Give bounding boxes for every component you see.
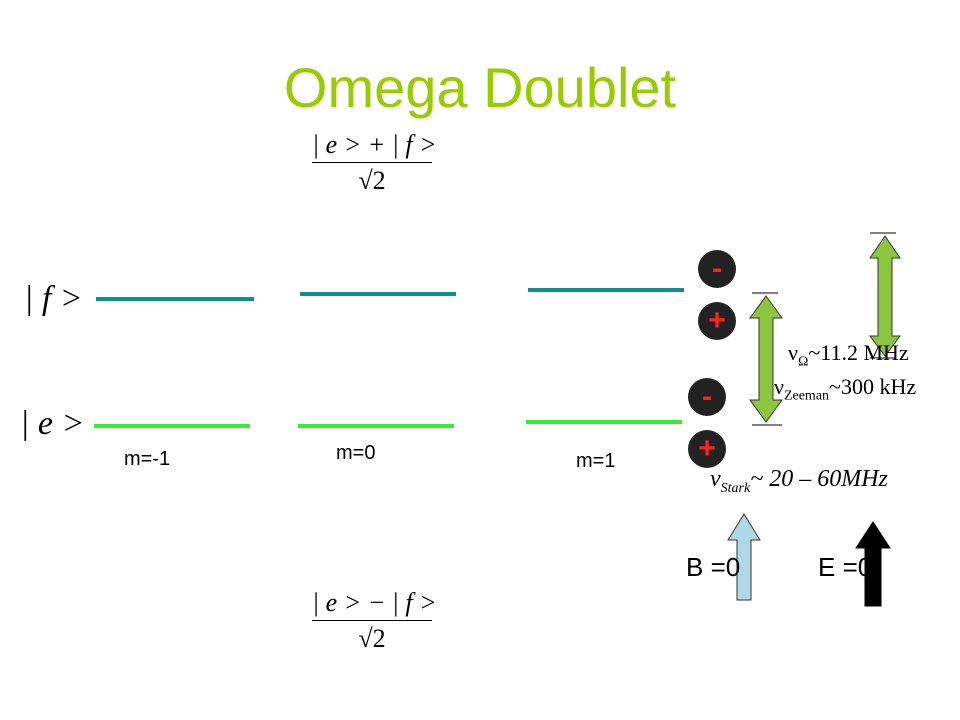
parity-plus-upper: +	[698, 302, 736, 340]
f-level-m0	[300, 292, 456, 296]
f-state-label: | f >	[24, 280, 83, 317]
m-label-1: m=1	[576, 450, 616, 472]
parity-minus-upper: -	[698, 250, 736, 288]
f-level-m-minus1	[96, 297, 254, 301]
omega-value: ~11.2 MHz	[808, 340, 909, 365]
e-field-arrow	[855, 521, 891, 607]
stark-value: ~ 20 – 60MHz	[750, 466, 888, 492]
page-title: Omega Doublet	[283, 56, 677, 119]
zeeman-splitting-label: νZeeman~300 kHz	[774, 374, 916, 404]
stark-symbol: ν	[710, 466, 721, 492]
zeeman-subscript: Zeeman	[783, 388, 830, 404]
zeeman-symbol: ν	[774, 374, 784, 399]
omega-subscript: Ω	[797, 354, 809, 370]
formula-numerator: | e > + | f >	[312, 130, 437, 159]
e-level-m0	[298, 424, 454, 428]
b-field-label: B =0	[686, 552, 741, 582]
omega-symbol: ν	[788, 340, 798, 365]
zeeman-value: ~300 kHz	[829, 374, 917, 399]
e-field-label: E =0	[818, 552, 873, 582]
symmetric-state-formula: | e > + | f > √2	[312, 130, 437, 196]
e-level-m1	[526, 420, 682, 424]
f-level-m1	[528, 288, 684, 292]
stark-subscript: Stark	[720, 480, 751, 496]
parity-minus-lower: -	[688, 378, 726, 416]
parity-plus-lower: +	[688, 430, 726, 468]
formula-denominator: √2	[358, 166, 386, 195]
stark-splitting-label: νStark~ 20 – 60MHz	[710, 466, 888, 497]
omega-splitting-arrow	[749, 295, 783, 423]
formula-numerator: | e > − | f >	[312, 588, 437, 617]
antisymmetric-state-formula: | e > − | f > √2	[312, 588, 437, 654]
e-level-m-minus1	[94, 424, 250, 428]
zeeman-splitting-arrow	[869, 235, 901, 357]
fraction-bar	[312, 620, 432, 621]
formula-denominator: √2	[358, 624, 386, 653]
fraction-bar	[312, 162, 432, 163]
m-label-minus1: m=-1	[124, 448, 171, 470]
m-label-0: m=0	[336, 442, 376, 464]
b-field-arrow	[727, 513, 761, 601]
omega-splitting-label: νΩ~11.2 MHz	[788, 340, 909, 370]
e-state-label: | e >	[20, 405, 85, 442]
